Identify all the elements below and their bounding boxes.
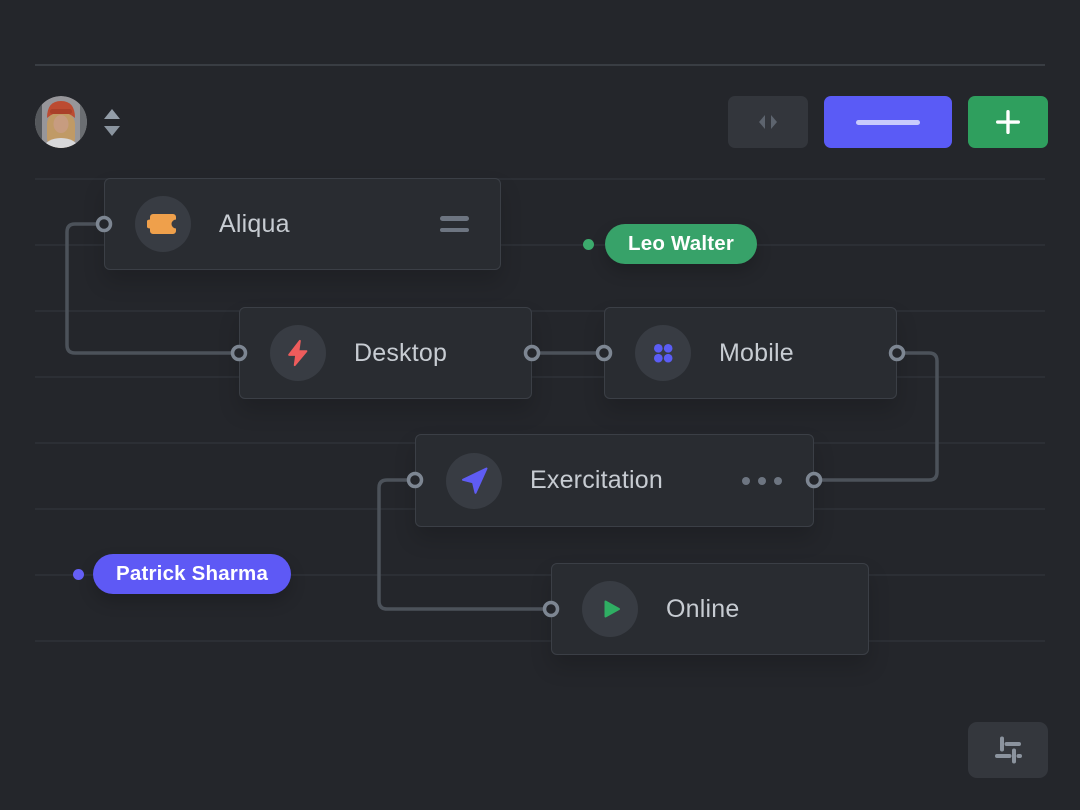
badge-label: Leo Walter	[628, 232, 735, 255]
canvas-row-line	[35, 376, 1045, 378]
navigation-icon	[446, 452, 502, 509]
canvas-settings-button[interactable]	[968, 722, 1048, 778]
node-label: Exercitation	[530, 466, 664, 494]
node-label: Desktop	[354, 338, 448, 367]
canvas-row-line	[35, 640, 1045, 642]
collapse-panel-button[interactable]	[728, 96, 808, 148]
header-divider	[35, 64, 1045, 66]
node-label: Mobile	[719, 338, 794, 367]
sort-down-icon	[104, 126, 120, 136]
node-online[interactable]: Online	[551, 563, 869, 655]
canvas-row-line	[35, 244, 1045, 246]
plus-icon	[996, 110, 1020, 134]
badge-leo-walter[interactable]: Leo Walter	[605, 224, 758, 264]
horizontal-arrows-icon	[759, 115, 777, 129]
grid-dots-icon	[635, 325, 691, 381]
add-node-button[interactable]	[968, 96, 1048, 148]
node-label: Aliqua	[219, 209, 290, 238]
node-desktop[interactable]: Desktop	[239, 307, 532, 399]
drag-handle-icon[interactable]	[440, 216, 469, 232]
play-icon	[582, 581, 638, 637]
lightning-icon	[270, 325, 326, 381]
canvas-row-line	[35, 310, 1045, 312]
status-dot-indigo	[73, 569, 84, 580]
node-exercitation[interactable]: Exercitation	[415, 434, 814, 527]
badge-patrick-sharma[interactable]: Patrick Sharma	[93, 554, 292, 594]
node-label: Online	[666, 594, 740, 623]
status-dot-green	[583, 239, 594, 250]
node-aliqua[interactable]: Aliqua	[104, 178, 501, 270]
canvas-row-line	[35, 178, 1045, 180]
sort-up-icon	[104, 109, 120, 119]
user-avatar[interactable]	[35, 96, 87, 148]
dash-icon	[856, 119, 920, 125]
avatar-sort-toggle[interactable]	[102, 109, 122, 136]
ellipsis-menu-icon[interactable]	[742, 476, 782, 485]
ticket-icon	[135, 196, 191, 252]
node-mobile[interactable]: Mobile	[604, 307, 897, 399]
primary-action-button[interactable]	[824, 96, 952, 148]
avatar-photo	[35, 96, 87, 148]
badge-label: Patrick Sharma	[116, 562, 269, 585]
sliders-icon	[995, 736, 1022, 764]
